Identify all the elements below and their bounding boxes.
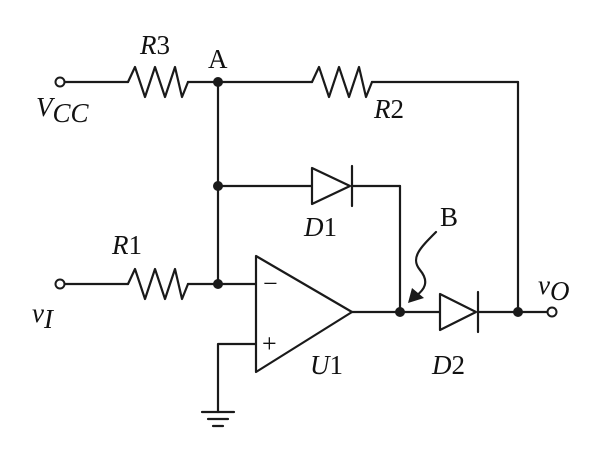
op-amp-minus-sign: − xyxy=(263,269,278,298)
terminal-vo xyxy=(546,306,558,318)
vcc-label: VCC xyxy=(36,92,90,128)
r1-label: R1 xyxy=(111,230,142,260)
d1-label: D1 xyxy=(303,212,337,242)
vo-label: vO xyxy=(538,270,569,306)
wire-plus-ground xyxy=(216,342,258,414)
d2-label: D2 xyxy=(431,350,465,380)
junction-node-b xyxy=(395,307,405,317)
terminal-vi xyxy=(54,278,66,290)
terminal-vcc xyxy=(54,76,66,88)
op-amp-u1 xyxy=(254,254,354,374)
node-a-label: A xyxy=(208,44,228,74)
op-amp-plus-sign: + xyxy=(262,329,277,358)
resistor-r3 xyxy=(126,65,190,99)
resistor-r1 xyxy=(126,267,190,301)
r3-label: R3 xyxy=(139,30,170,60)
diode-d1 xyxy=(310,164,354,208)
junction-node-output xyxy=(513,307,523,317)
junction-node-d1 xyxy=(213,181,223,191)
junction-node-a xyxy=(213,77,223,87)
ground-icon xyxy=(200,410,236,428)
resistor-r2 xyxy=(310,65,374,99)
node-b-arrow-icon xyxy=(408,230,438,303)
u1-label: U1 xyxy=(310,350,343,380)
diode-d2 xyxy=(438,290,480,334)
junction-node-inverting xyxy=(213,279,223,289)
vi-label: vI xyxy=(32,298,55,334)
node-b-label: B xyxy=(440,202,458,232)
r2-label: R2 xyxy=(373,94,404,124)
